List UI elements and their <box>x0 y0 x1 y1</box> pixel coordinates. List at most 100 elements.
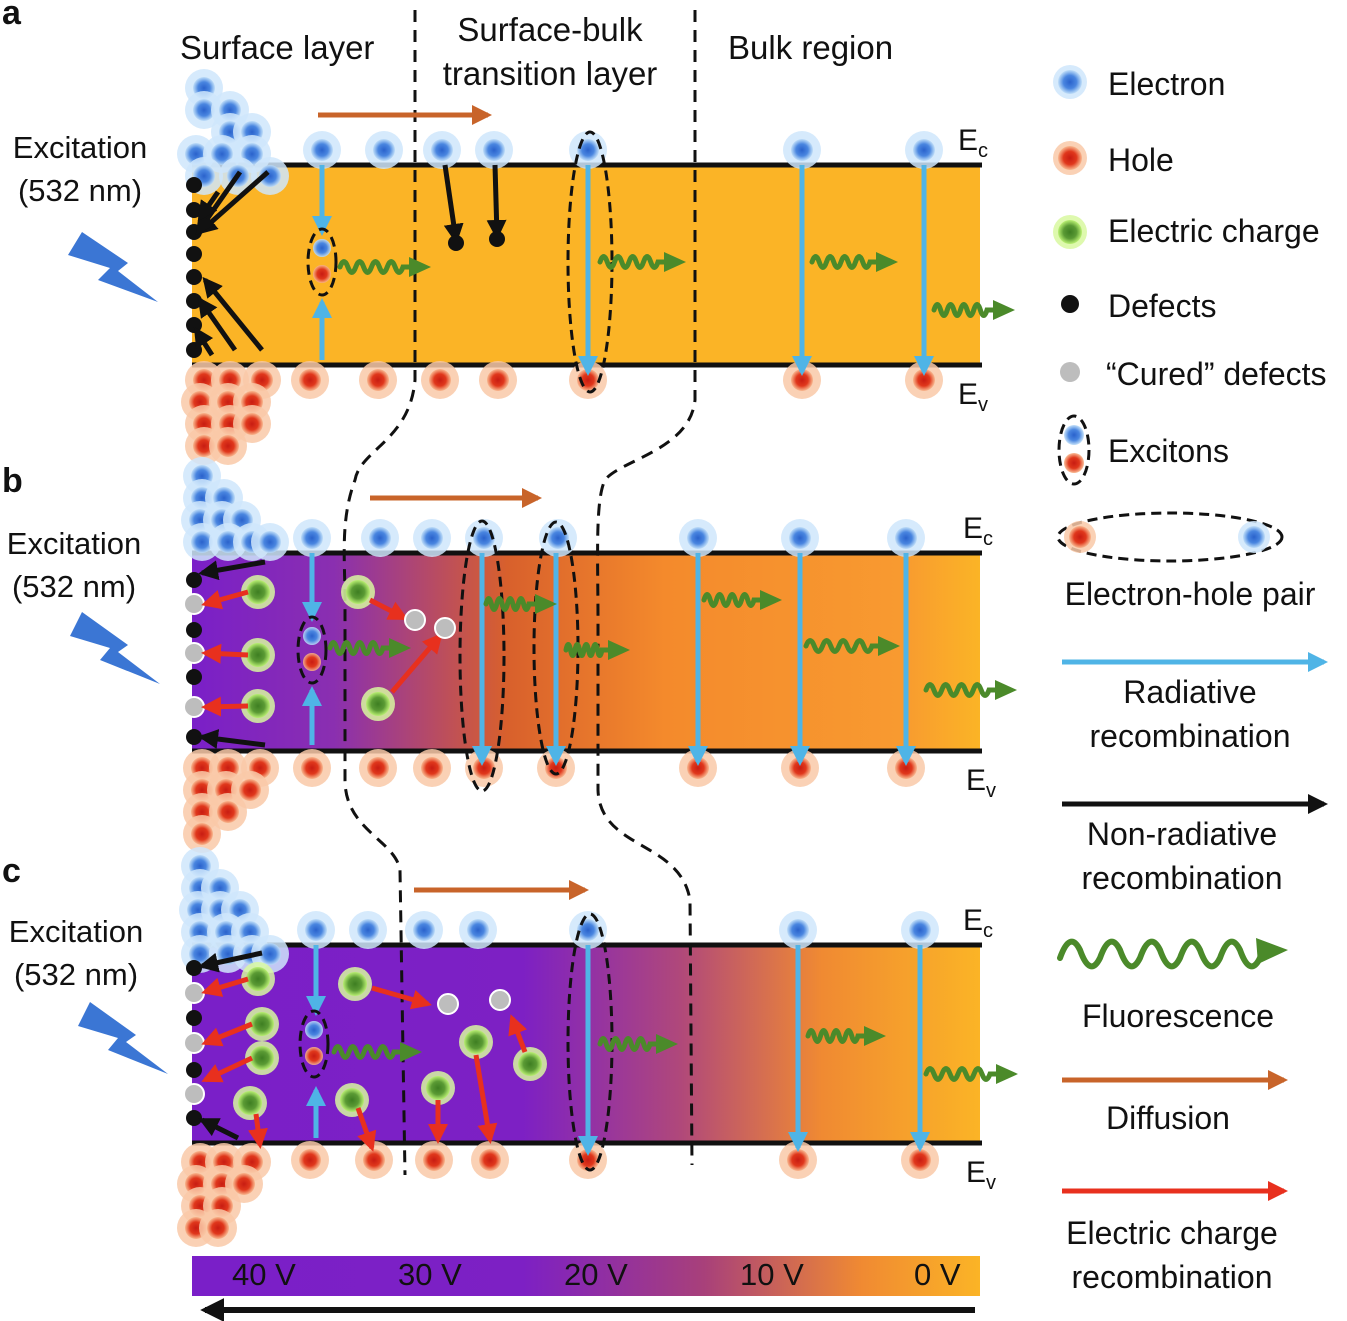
legend-electron-icon <box>1058 70 1082 94</box>
legend-excitons-label: Excitons <box>1108 433 1229 469</box>
fluorescence-arrowhead <box>400 1042 422 1062</box>
scale-label-10v: 10 V <box>740 1257 804 1292</box>
hole <box>241 413 263 435</box>
exciton-ellipse-a <box>306 227 338 297</box>
fluorescence-arrowhead <box>864 1026 886 1046</box>
nonradiative-arrow <box>197 190 221 222</box>
hole <box>423 1149 445 1171</box>
electric-charge <box>346 580 370 604</box>
charge-recombination-arrow <box>371 985 432 1010</box>
electron <box>913 139 935 161</box>
fluorescence-arrowhead <box>993 300 1015 320</box>
legend-exciton-electron <box>1064 425 1084 445</box>
charge-recombination-arrow <box>201 1021 253 1047</box>
band-label-ev-a: Ev <box>958 378 989 416</box>
fluorescence-wave <box>931 302 1008 318</box>
band-label-ec-a: Ec <box>958 124 989 162</box>
hole <box>217 801 239 823</box>
fluorescence-arrowhead <box>608 640 630 660</box>
defect <box>186 1062 202 1078</box>
legend-pair-hole <box>1069 526 1091 548</box>
voltage-scale-bar <box>192 1256 980 1296</box>
electron <box>305 919 327 941</box>
cured-defect <box>183 1083 205 1105</box>
legend-charge-icon <box>1058 220 1082 244</box>
nonradiative-arrow <box>197 296 238 352</box>
charge-recombination-arrow <box>201 696 249 717</box>
region-boundaries <box>342 10 697 1176</box>
electron <box>301 527 323 549</box>
excitation-label-b-1: Excitation <box>6 526 142 561</box>
electron <box>357 919 379 941</box>
excitation-label-c-1: Excitation <box>8 914 144 949</box>
electron <box>791 139 813 161</box>
exciton-ellipse-b <box>296 615 328 685</box>
legend-defects-label: Defects <box>1108 288 1217 324</box>
fluorescence-wave <box>809 254 891 270</box>
legend-fluorescence-label: Fluorescence <box>1081 998 1275 1034</box>
lightning-icon-c <box>78 1002 168 1074</box>
electron <box>895 527 917 549</box>
hole <box>217 435 239 457</box>
fluorescence-wave <box>597 1036 671 1052</box>
nonradiative-arrow <box>198 729 266 749</box>
legend-pair-label: Electron-hole pair <box>1064 576 1316 612</box>
scale-label-0v: 0 V <box>914 1257 961 1292</box>
electric-charge <box>518 1052 542 1076</box>
excitation-label-b-2: (532 nm) <box>11 569 137 604</box>
exciton-hole <box>313 265 331 283</box>
cured-defect <box>183 593 205 615</box>
fluorescence-arrowhead <box>995 680 1017 700</box>
defect <box>186 622 202 638</box>
hole <box>299 369 321 391</box>
electron <box>467 919 489 941</box>
fluorescence-wave <box>597 254 679 270</box>
fluorescence-wave <box>483 596 550 612</box>
legend-pair-electron <box>1243 526 1265 548</box>
charge-recombination-arrow <box>355 1107 377 1152</box>
hole <box>233 1173 255 1195</box>
panel-letter-b: b <box>2 462 23 500</box>
hole <box>429 369 451 391</box>
electric-charge <box>250 1012 274 1036</box>
panel-letter-a: a <box>2 0 21 32</box>
lightning-icon-a <box>68 232 158 302</box>
defect <box>186 729 202 745</box>
scale-label-40v: 40 V <box>232 1257 296 1292</box>
fluorescence-wave <box>563 642 623 658</box>
electron <box>483 139 505 161</box>
region-transition-label-2: transition layer <box>442 55 658 92</box>
electron <box>413 919 435 941</box>
defect <box>186 572 202 588</box>
legend-defect-icon <box>1061 295 1079 313</box>
fluorescence-arrowhead <box>760 590 782 610</box>
charge-recombination-arrow <box>201 643 249 664</box>
electron <box>259 531 281 553</box>
electric-charge <box>246 643 270 667</box>
exciton-electron <box>303 627 321 645</box>
electron <box>547 527 569 549</box>
hole <box>363 1149 385 1171</box>
exciton-ellipse-b1 <box>458 519 506 793</box>
exciton-electron <box>305 1021 323 1039</box>
exciton-ellipse-c <box>298 1009 330 1079</box>
defect <box>186 342 202 358</box>
charge-recombination-arrow <box>201 1055 254 1083</box>
electron <box>311 139 333 161</box>
nonradiative-arrow <box>486 164 507 240</box>
charge-recombination-arrow <box>248 1113 268 1149</box>
defect <box>186 317 202 333</box>
scale-label-20v: 20 V <box>564 1257 628 1292</box>
fluorescence-wave <box>805 1028 879 1044</box>
legend-pair-icon <box>1056 511 1284 563</box>
nonradiative-arrow <box>195 170 243 236</box>
scale-label-30v: 30 V <box>398 1257 462 1292</box>
band-label-ec-b: Ec <box>963 512 994 550</box>
legend-exciton-icon <box>1057 414 1091 486</box>
electric-charge <box>340 1088 364 1112</box>
electric-charge <box>246 694 270 718</box>
nonradiative-arrow <box>198 950 263 973</box>
fluorescence-wave <box>331 1044 415 1060</box>
fluorescence-wave <box>803 638 893 654</box>
